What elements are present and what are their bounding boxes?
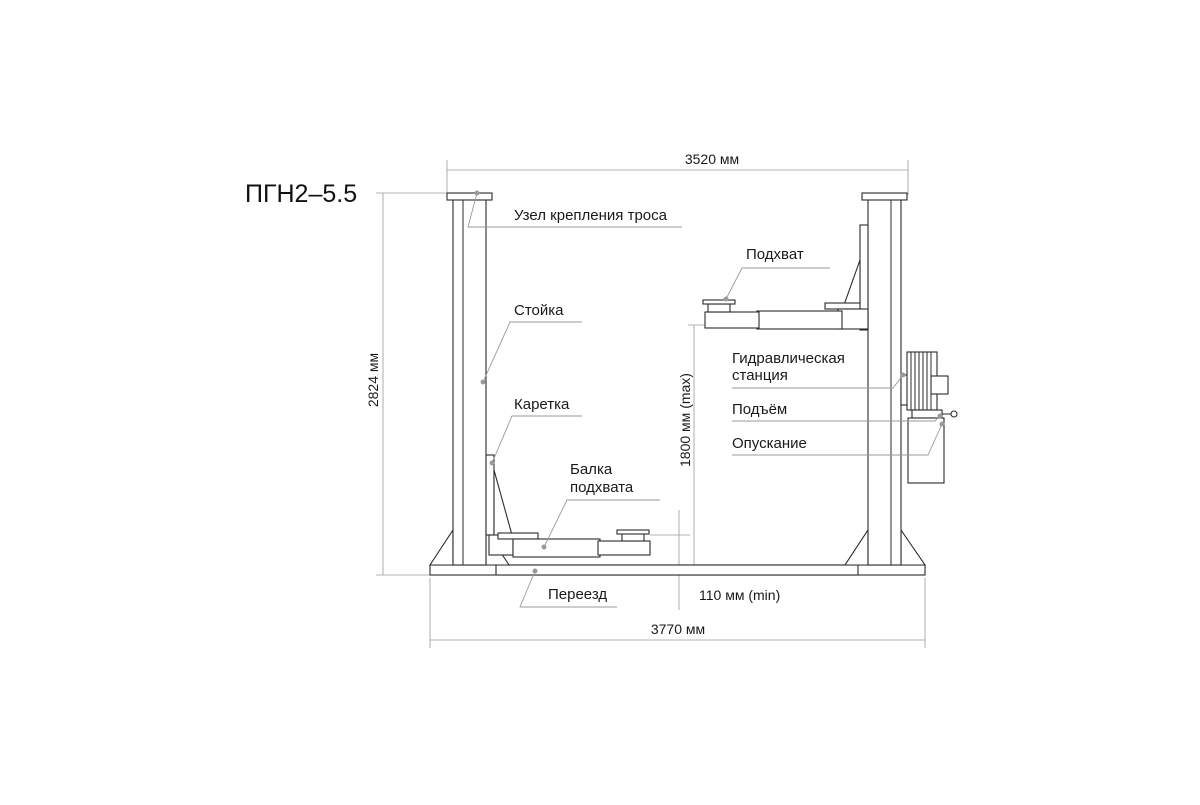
svg-text:Балка: Балка — [570, 461, 613, 478]
right-arm — [702, 299, 869, 330]
base-width-text: 3770 мм — [651, 621, 705, 637]
label-carriage: Каретка — [489, 396, 582, 466]
svg-text:подхвата: подхвата — [570, 479, 634, 496]
dimension-max-lift: 1800 мм (max) — [677, 324, 705, 575]
svg-text:Подъём: Подъём — [732, 401, 787, 418]
hydraulic-station — [900, 351, 958, 484]
svg-text:станция: станция — [732, 367, 788, 384]
top-width-text: 3520 мм — [685, 151, 739, 167]
dimension-base-width: 3770 мм — [429, 578, 926, 648]
label-pad: Подхват — [723, 246, 830, 302]
svg-text:Стойка: Стойка — [514, 302, 564, 319]
label-drive-over: Переезд — [519, 568, 617, 608]
svg-text:Подхват: Подхват — [746, 246, 804, 263]
svg-text:Переезд: Переезд — [548, 586, 607, 603]
left-arm — [497, 529, 651, 558]
label-lower: Опускание — [732, 421, 945, 456]
label-hydraulic: Гидравлическая станция — [732, 350, 906, 389]
left-post — [428, 192, 514, 566]
model-title: ПГН2–5.5 — [245, 180, 358, 208]
label-arm: Балка подхвата — [541, 461, 660, 550]
height-text: 2824 мм — [365, 353, 381, 407]
svg-text:Гидравлическая: Гидравлическая — [732, 350, 845, 367]
label-post: Стойка — [480, 302, 582, 385]
drive-over-plate — [495, 564, 859, 576]
svg-text:Узел крепления троса: Узел крепления троса — [514, 207, 668, 224]
min-height-text: 110 мм (min) — [699, 587, 780, 603]
right-post — [843, 192, 927, 566]
max-lift-text: 1800 мм (max) — [677, 373, 693, 467]
label-raise: Подъём — [732, 401, 943, 422]
label-cable-mount: Узел крепления троса — [467, 190, 682, 228]
dimension-top-width: 3520 мм — [446, 151, 909, 195]
dimension-min-height: 110 мм (min) — [650, 510, 780, 610]
svg-text:Каретка: Каретка — [514, 396, 570, 413]
svg-text:Опускание: Опускание — [732, 435, 807, 452]
dimension-height: 2824 мм — [365, 192, 446, 576]
